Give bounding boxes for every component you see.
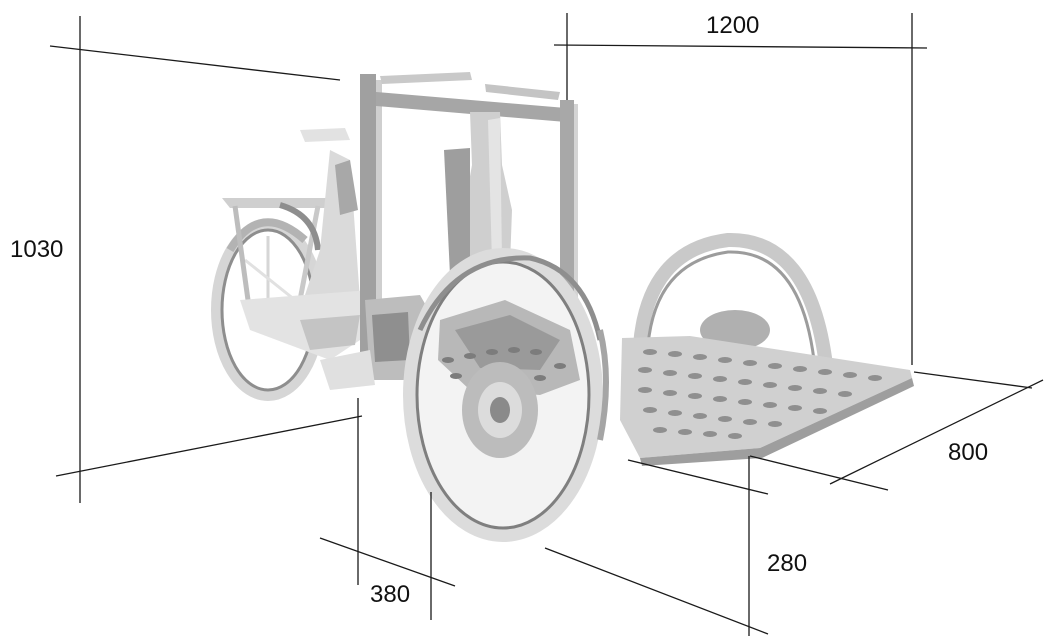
rear-frame [240, 128, 390, 360]
length-label: 1200 [706, 12, 760, 39]
height-extension-top [49, 45, 341, 81]
rear-rack [222, 198, 340, 301]
cargo-bike-illustration [211, 72, 914, 542]
length-dimension-line [553, 44, 928, 49]
central-column [444, 112, 512, 275]
wheel-width-label: 380 [370, 581, 411, 608]
wheel-width-dimension-line [319, 537, 456, 587]
dimension-lines [49, 13, 1044, 636]
depth-extension-back [913, 371, 1033, 389]
height-extension-bottom [55, 415, 363, 477]
depth-label: 800 [948, 439, 989, 466]
platform-height-label: 280 [767, 550, 808, 577]
ground-line-front [544, 547, 769, 635]
platform-height-extension [627, 459, 769, 495]
depth-dimension-line [829, 379, 1044, 485]
cargo-platform [620, 336, 914, 466]
height-label: 1030 [10, 236, 64, 263]
depth-extension-front [749, 455, 889, 491]
right-fender [633, 232, 833, 366]
front-wheel [403, 248, 609, 542]
